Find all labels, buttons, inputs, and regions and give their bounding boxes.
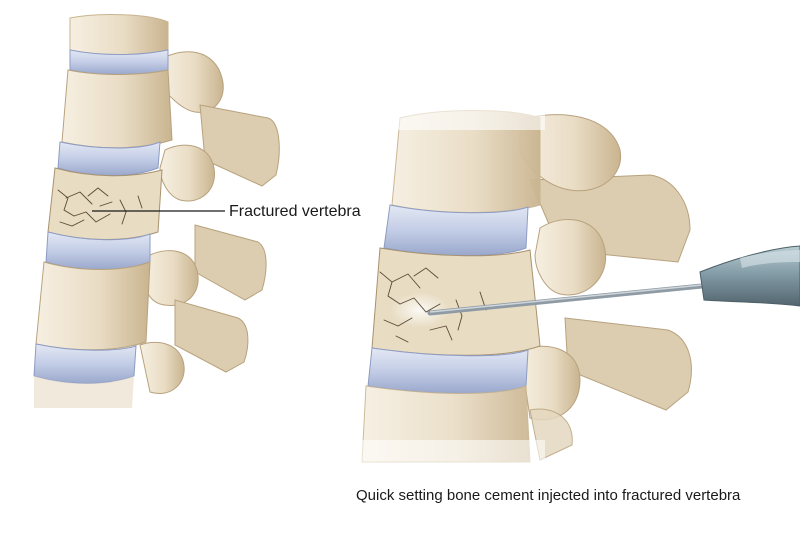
injection-caption: Quick setting bone cement injected into … (356, 487, 741, 504)
fracture-cracks-right (379, 267, 487, 343)
fracture-cracks (57, 187, 143, 227)
cement-injection-needle (427, 245, 800, 316)
left-posterior-processes (139, 51, 280, 394)
right-posterior-processes (519, 114, 692, 461)
right-spine (355, 104, 692, 466)
fractured-vertebra-label: Fractured vertebra (229, 203, 361, 220)
right-fractured-vertebra (371, 247, 541, 356)
bone-cement (390, 292, 450, 328)
left-spine (33, 14, 280, 408)
left-fractured-vertebra (47, 167, 163, 240)
